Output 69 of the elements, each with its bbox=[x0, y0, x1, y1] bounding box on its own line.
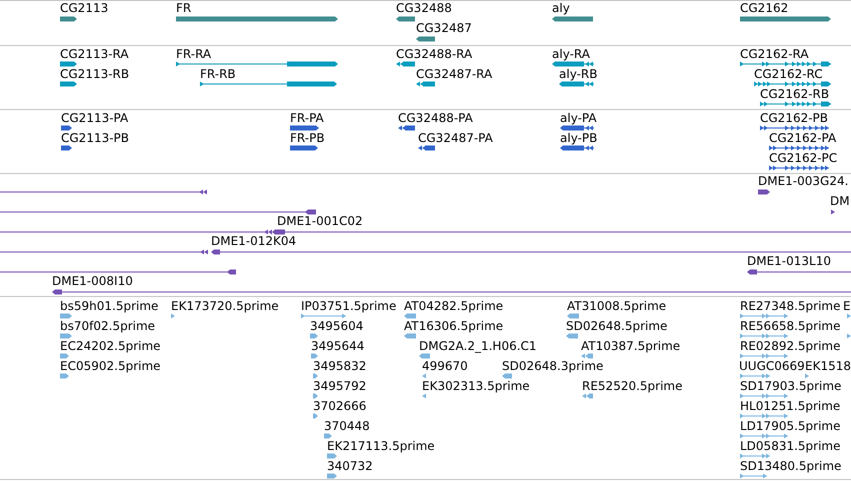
est-label: UUGC0669 bbox=[739, 360, 805, 373]
transcript-label: CG2162-RA bbox=[740, 48, 809, 60]
est-label: HL01251.5prime bbox=[740, 400, 840, 413]
transcript-label: FR-RB bbox=[200, 68, 236, 80]
transcript-label: FR-RA bbox=[176, 48, 212, 60]
clone-label: DM bbox=[830, 195, 850, 208]
est-label: bs70f02.5prime bbox=[60, 320, 156, 333]
est-label: RE56658.5prime bbox=[740, 320, 840, 333]
gene-label: CG32487 bbox=[416, 22, 472, 34]
protein-label: CG32488-PA bbox=[398, 112, 473, 125]
est-label: 3495792 bbox=[313, 380, 366, 393]
gene-label: CG32488 bbox=[396, 2, 452, 14]
est-label: EK217113.5prime bbox=[327, 440, 435, 453]
protein-label: CG32487-PA bbox=[418, 132, 493, 145]
transcript-label: CG2113-RB bbox=[60, 68, 130, 80]
est-label: EK1518 bbox=[805, 360, 851, 373]
est-label: 499670 bbox=[422, 360, 468, 373]
est-label: SD02648.5prime bbox=[566, 320, 668, 333]
protein-label: FR-PA bbox=[290, 112, 324, 125]
est-label: 3495832 bbox=[313, 360, 366, 373]
est-label: SD13480.5prime bbox=[740, 460, 842, 473]
est-label: LD05831.5prime bbox=[740, 440, 841, 453]
protein-label: CG2113-PB bbox=[61, 132, 130, 145]
transcript-label: CG2162-RB bbox=[760, 88, 830, 100]
gene-label: aly bbox=[552, 2, 570, 14]
est-label: SD02648.3prime bbox=[502, 360, 604, 373]
est-label: IP03751.5prime bbox=[301, 300, 396, 313]
clone-label: DME1-008I10 bbox=[52, 275, 133, 288]
est-label: AT10387.5prime bbox=[581, 340, 680, 353]
est-label: EK302313.5prime bbox=[422, 380, 530, 393]
est-label: EK173720.5prime bbox=[171, 300, 279, 313]
protein-label: CG2162-PA bbox=[769, 132, 836, 145]
protein-label: CG2162-PC bbox=[769, 152, 838, 165]
protein-label: aly-PA bbox=[560, 112, 597, 125]
clone-label: DME1-001C02 bbox=[277, 215, 363, 228]
est-label: bs59h01.5prime bbox=[60, 300, 158, 313]
est-label: 3495644 bbox=[311, 340, 364, 353]
protein-label: CG2162-PB bbox=[760, 112, 828, 125]
est-label: DMG2A.2_1.H06.C1 bbox=[419, 340, 537, 353]
transcript-label: CG2162-RC bbox=[754, 68, 823, 80]
est-label: E bbox=[843, 300, 851, 313]
est-label: 3702666 bbox=[313, 400, 366, 413]
transcript-label: CG32487-RA bbox=[416, 68, 492, 80]
transcript-label: CG2113-RA bbox=[60, 48, 129, 60]
est-label: EC24202.5prime bbox=[60, 340, 161, 353]
gene-label: CG2113 bbox=[60, 2, 108, 14]
transcript-label: aly-RA bbox=[552, 48, 590, 60]
transcript-label: aly-RB bbox=[559, 68, 598, 80]
est-label: EC05902.5prime bbox=[60, 360, 161, 373]
est-label: LD17905.5prime bbox=[740, 420, 841, 433]
clone-label: DME1-003G24. bbox=[758, 175, 848, 188]
transcript-label: CG32488-RA bbox=[396, 48, 472, 60]
protein-label: FR-PB bbox=[290, 132, 325, 145]
est-label: SD17903.5prime bbox=[740, 380, 842, 393]
est-label: RE52520.5prime bbox=[582, 380, 682, 393]
clone-label: DME1-012K04 bbox=[211, 235, 296, 248]
protein-label: CG2113-PA bbox=[61, 112, 128, 125]
clone-label: DME1-013L10 bbox=[747, 255, 831, 268]
est-label: 340732 bbox=[327, 460, 373, 473]
est-label: AT31008.5prime bbox=[567, 300, 666, 313]
est-label: 370448 bbox=[324, 420, 370, 433]
protein-label: aly-PB bbox=[560, 132, 598, 145]
est-label: RE27348.5prime bbox=[740, 300, 840, 313]
est-label: AT16306.5prime bbox=[404, 320, 504, 333]
est-label: RE02892.5prime bbox=[740, 340, 840, 353]
est-label: 3495604 bbox=[310, 320, 364, 333]
est-label: AT04282.5prime bbox=[404, 300, 504, 313]
gene-label: CG2162 bbox=[740, 2, 788, 14]
gene-label: FR bbox=[176, 2, 192, 14]
